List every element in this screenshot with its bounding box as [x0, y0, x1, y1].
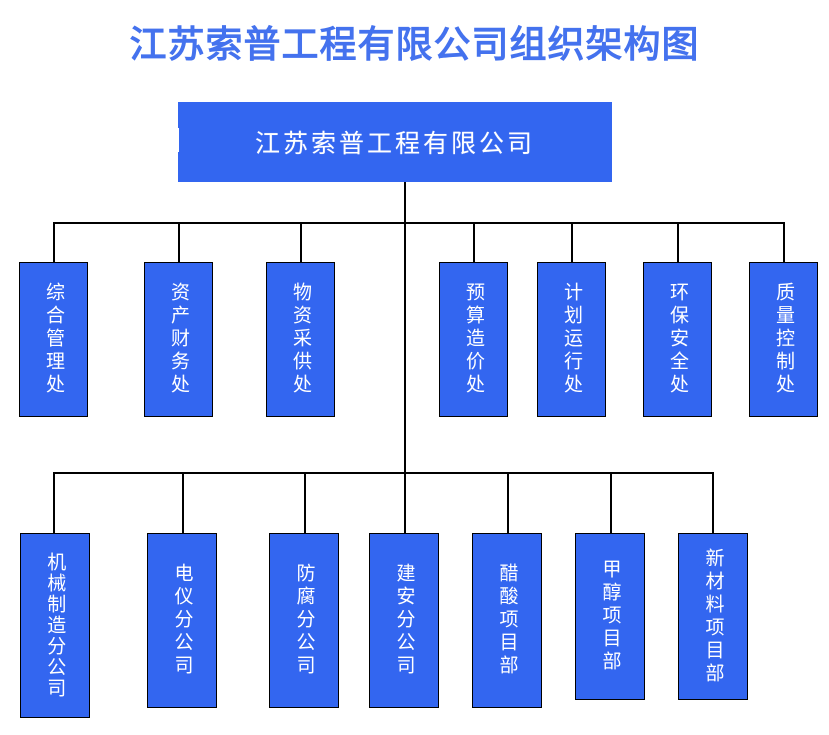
connector-drop-sub-2 — [182, 472, 184, 533]
org-node-dept-5-label: 计划运行处 — [561, 282, 584, 397]
connector-drop-dept-2 — [178, 222, 180, 262]
connector-drop-dept-7 — [783, 222, 785, 262]
connector-drop-dept-5 — [571, 222, 573, 262]
connector-drop-sub-3 — [304, 472, 306, 533]
page-title: 江苏索普工程有限公司组织架构图 — [129, 23, 700, 66]
connector-drop-dept-1 — [53, 222, 55, 262]
connector-bus-subsidiaries — [53, 472, 713, 474]
org-node-sub-2-label: 电仪分公司 — [171, 563, 194, 678]
org-node-dept-2[interactable]: 资产财务处 — [144, 262, 213, 417]
org-node-dept-6[interactable]: 环保安全处 — [643, 262, 712, 417]
org-node-sub-7-label: 新材料项目部 — [702, 547, 725, 686]
org-node-dept-5[interactable]: 计划运行处 — [537, 262, 606, 417]
connector-drop-dept-6 — [677, 222, 679, 262]
org-node-dept-4[interactable]: 预算造价处 — [439, 262, 508, 417]
org-node-sub-6-label: 甲醇项目部 — [599, 559, 622, 674]
org-node-dept-1-label: 综合管理处 — [43, 282, 66, 397]
org-node-sub-5[interactable]: 醋酸项目部 — [472, 533, 542, 708]
connector-root-spine — [404, 182, 406, 473]
org-node-root-label: 江苏索普工程有限公司 — [254, 129, 535, 158]
org-node-sub-4[interactable]: 建安分公司 — [369, 533, 439, 708]
org-node-root[interactable]: 江苏索普工程有限公司 — [174, 102, 612, 182]
org-node-sub-7[interactable]: 新材料项目部 — [678, 533, 748, 700]
org-node-dept-2-label: 资产财务处 — [168, 282, 191, 397]
org-node-sub-2[interactable]: 电仪分公司 — [147, 533, 217, 708]
org-node-sub-1-label: 机械制造分公司 — [44, 552, 67, 699]
org-node-sub-1[interactable]: 机械制造分公司 — [20, 533, 90, 718]
org-node-dept-1[interactable]: 综合管理处 — [19, 262, 88, 417]
connector-drop-sub-6 — [610, 472, 612, 533]
connector-drop-sub-5 — [507, 472, 509, 533]
org-node-dept-6-label: 环保安全处 — [667, 282, 690, 397]
org-node-dept-7-label: 质量控制处 — [773, 282, 796, 397]
org-node-dept-3-label: 物资采供处 — [290, 282, 313, 397]
root-box-notch — [174, 128, 179, 152]
connector-drop-dept-3 — [300, 222, 302, 262]
org-node-sub-3[interactable]: 防腐分公司 — [269, 533, 339, 708]
connector-drop-sub-4 — [404, 472, 406, 533]
connector-bus-departments — [53, 222, 783, 224]
org-node-sub-6[interactable]: 甲醇项目部 — [575, 533, 645, 700]
org-node-dept-7[interactable]: 质量控制处 — [749, 262, 818, 417]
connector-drop-dept-4 — [473, 222, 475, 262]
org-node-sub-4-label: 建安分公司 — [393, 563, 416, 678]
connector-drop-sub-7 — [712, 472, 714, 533]
connector-drop-sub-1 — [53, 472, 55, 533]
org-node-sub-3-label: 防腐分公司 — [293, 563, 316, 678]
org-node-dept-4-label: 预算造价处 — [463, 282, 486, 397]
org-node-dept-3[interactable]: 物资采供处 — [266, 262, 335, 417]
org-node-sub-5-label: 醋酸项目部 — [496, 563, 519, 678]
